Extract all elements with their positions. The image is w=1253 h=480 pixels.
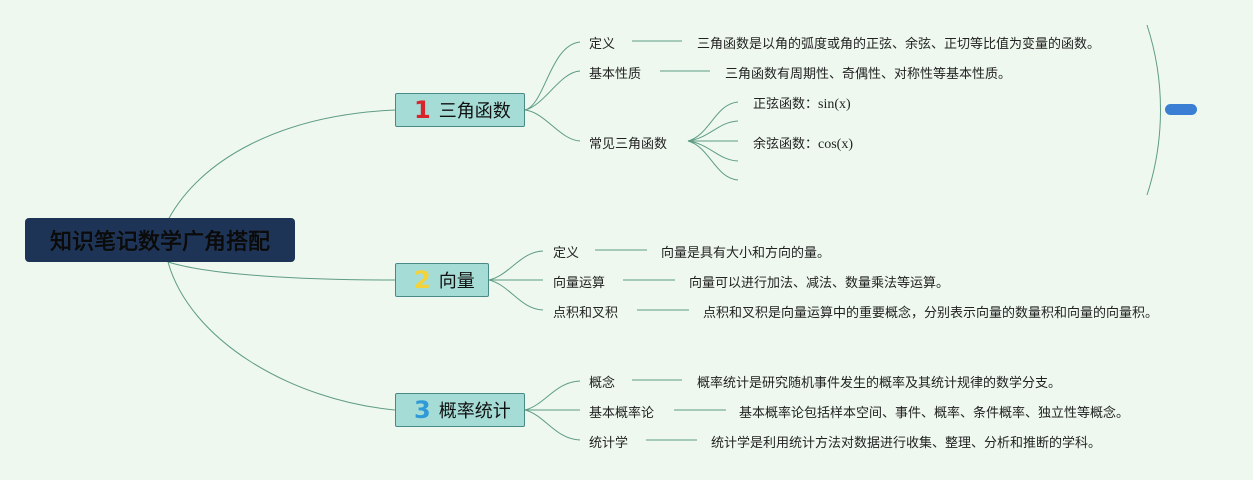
topic-vectors[interactable]: 2 向量 (395, 263, 489, 297)
number-1-icon: 1 (414, 96, 431, 124)
root-label: 知识笔记数学广角搭配 (49, 230, 270, 255)
connector-t3-s3 (524, 409, 581, 441)
item-cosine-function[interactable]: 余弦函数：cos(x) (753, 133, 853, 153)
subtopic-dot-cross-product[interactable]: 点积和叉积 (553, 306, 619, 321)
note-dot-cross-product[interactable]: 点积和叉积是向量运算中的重要概念，分别表示向量的数量积和向量的向量积。 (703, 306, 1159, 321)
number-3-icon: 3 (414, 396, 431, 424)
collapse-handle[interactable] (1165, 104, 1197, 115)
connector-t2-s1 (488, 250, 544, 281)
item-sine-function[interactable]: 正弦函数：sin(x) (753, 93, 851, 113)
topic-label: 三角函数 (438, 101, 511, 122)
connector-trig-5 (687, 140, 739, 181)
connector-t2-s3 (488, 279, 544, 311)
topic-probability-statistics[interactable]: 3 概率统计 (395, 393, 525, 427)
subtopic-vector-operations[interactable]: 向量运算 (553, 276, 606, 291)
connector-trig-2 (687, 120, 739, 142)
connector-trig-1 (687, 101, 739, 142)
sine-label: 正弦函数： (753, 97, 819, 112)
connector-root-topic3 (167, 261, 396, 411)
subtopic-common-trig-functions[interactable]: 常见三角函数 (589, 137, 668, 152)
subtopic-definition[interactable]: 定义 (589, 37, 616, 52)
connector-trig-4 (687, 140, 739, 162)
note-basic-probability[interactable]: 基本概率论包括样本空间、事件、概率、条件概率、独立性等概念。 (739, 406, 1130, 421)
note-definition[interactable]: 三角函数是以角的弧度或角的正弦、余弦、正切等比值为变量的函数。 (697, 37, 1101, 52)
cosine-label: 余弦函数： (753, 137, 819, 152)
connector-root-topic2 (167, 261, 396, 281)
connector-root-topic1 (167, 109, 396, 221)
note-basic-properties[interactable]: 三角函数有周期性、奇偶性、对称性等基本性质。 (725, 67, 1012, 82)
subtopic-basic-probability[interactable]: 基本概率论 (589, 406, 655, 421)
subtopic-concept[interactable]: 概念 (589, 376, 616, 391)
note-statistics[interactable]: 统计学是利用统计方法对数据进行收集、整理、分析和推断的学科。 (711, 436, 1102, 451)
connector-t3-s1 (524, 380, 581, 411)
note-concept[interactable]: 概率统计是研究随机事件发生的概率及其统计规律的数学分支。 (697, 376, 1062, 391)
topic-label: 向量 (438, 271, 475, 292)
connector-t1-s3 (524, 109, 581, 142)
note-vector-definition[interactable]: 向量是具有大小和方向的量。 (661, 246, 831, 261)
subtopic-statistics[interactable]: 统计学 (589, 436, 629, 451)
subtopic-vector-definition[interactable]: 定义 (553, 246, 580, 261)
note-vector-operations[interactable]: 向量可以进行加法、减法、数量乘法等运算。 (689, 276, 950, 291)
subtopic-basic-properties[interactable]: 基本性质 (589, 67, 642, 82)
summary-bracket (1146, 24, 1161, 196)
connector-t1-s1 (524, 41, 581, 111)
topic-label: 概率统计 (438, 401, 511, 422)
cosine-formula: cos(x) (818, 137, 854, 152)
sine-formula: sin(x) (818, 97, 851, 112)
root-node[interactable]: 知识笔记数学广角搭配 (25, 218, 295, 262)
topic-trigonometric-functions[interactable]: 1 三角函数 (395, 93, 525, 127)
connector-t1-s2 (524, 70, 581, 111)
number-2-icon: 2 (414, 266, 431, 294)
